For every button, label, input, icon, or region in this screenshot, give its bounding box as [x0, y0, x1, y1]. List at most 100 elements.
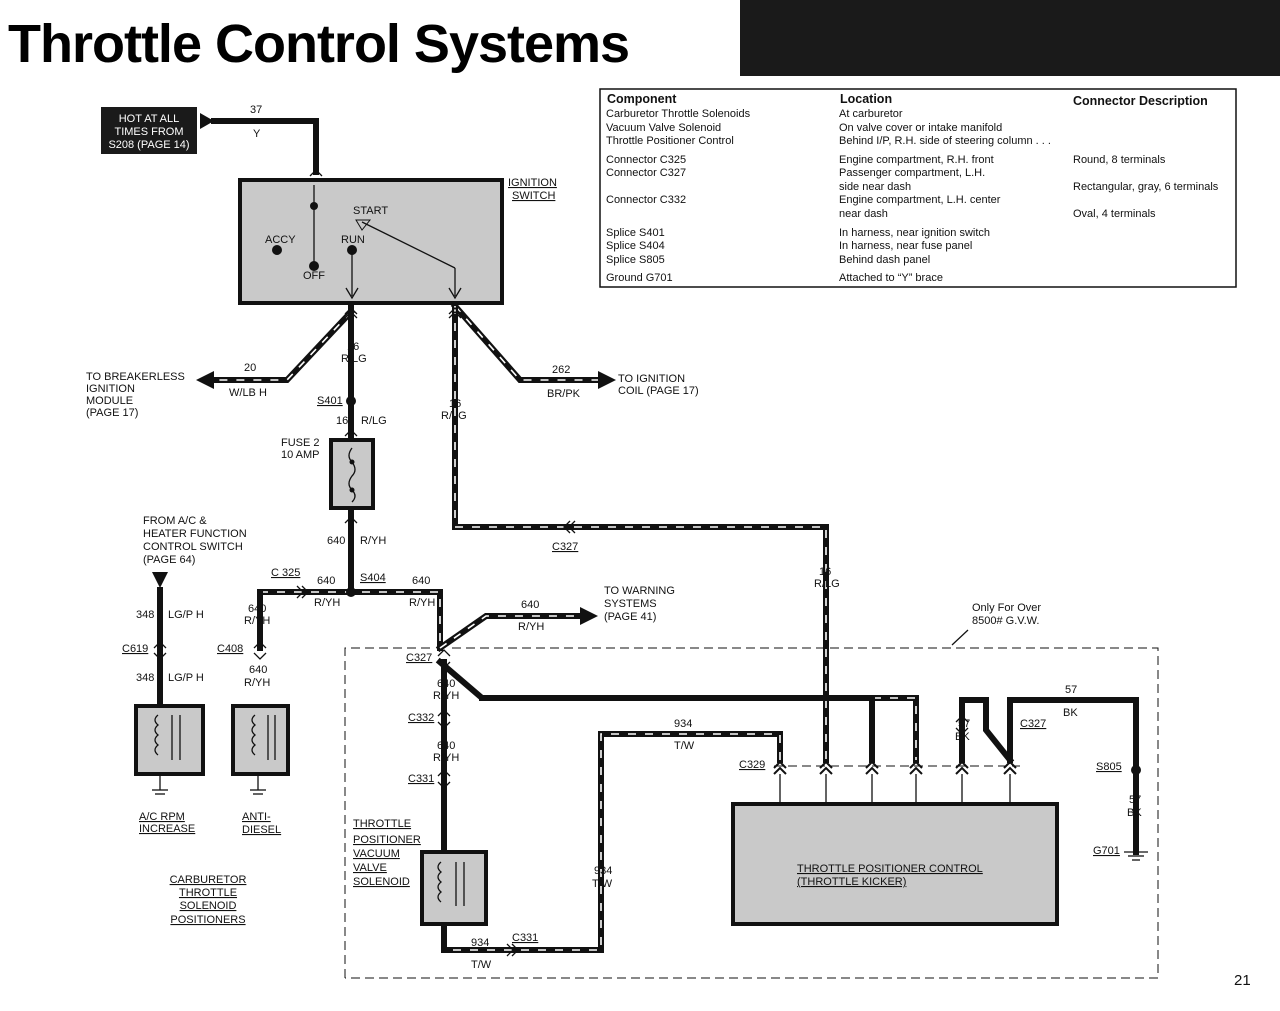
- svg-text:THROTTLE: THROTTLE: [179, 887, 237, 899]
- svg-text:(PAGE 17): (PAGE 17): [86, 407, 138, 419]
- c329-label: C329: [739, 759, 765, 771]
- svg-text:16: 16: [449, 398, 461, 410]
- svg-text:FROM A/C &: FROM A/C &: [143, 515, 207, 527]
- start-label: START: [353, 205, 388, 217]
- splice-s401: [346, 396, 356, 406]
- svg-text:BK: BK: [955, 731, 970, 743]
- s401-label: S401: [317, 395, 343, 407]
- table-cell-component: Vacuum Valve Solenoid: [606, 122, 721, 134]
- c408-label: C408: [217, 643, 243, 655]
- svg-text:VACUUM: VACUUM: [353, 848, 400, 860]
- c327-mid-label: C327: [406, 652, 432, 664]
- table-cell-component: Throttle Positioner Control: [606, 135, 734, 147]
- svg-text:T/W: T/W: [674, 740, 695, 752]
- svg-text:262: 262: [552, 364, 570, 376]
- table-cell-component: Carburetor Throttle Solenoids: [606, 108, 751, 120]
- table-header-location: Location: [840, 92, 892, 106]
- splice-s805: [1131, 765, 1141, 775]
- svg-text:COIL (PAGE 17): COIL (PAGE 17): [618, 385, 699, 397]
- svg-text:DIESEL: DIESEL: [242, 824, 281, 836]
- table-cell-location: Passenger compartment, L.H.: [839, 167, 985, 179]
- svg-text:SOLENOID: SOLENOID: [353, 876, 410, 888]
- svg-text:A/C RPM: A/C RPM: [139, 811, 185, 823]
- c332-label: C332: [408, 712, 434, 724]
- svg-text:934: 934: [674, 718, 692, 730]
- svg-text:CONTROL SWITCH: CONTROL SWITCH: [143, 541, 243, 553]
- table-cell-location: In harness, near fuse panel: [839, 240, 972, 252]
- table-cell-location: Engine compartment, L.H. center: [839, 194, 1001, 206]
- table-cell-component: Connector C332: [606, 194, 686, 206]
- table-cell-component: Splice S404: [606, 240, 665, 252]
- run-label: RUN: [341, 234, 365, 246]
- svg-text:T/W: T/W: [471, 959, 492, 971]
- svg-text:640: 640: [437, 740, 455, 752]
- svg-text:640: 640: [521, 599, 539, 611]
- svg-text:VALVE: VALVE: [353, 862, 387, 874]
- svg-text:T/W: T/W: [592, 878, 613, 890]
- svg-text:POSITIONER: POSITIONER: [353, 834, 421, 846]
- svg-text:BK: BK: [1127, 807, 1142, 819]
- svg-text:IGNITION: IGNITION: [86, 383, 135, 395]
- table-cell-location: side near dash: [839, 181, 911, 193]
- svg-text:(PAGE 64): (PAGE 64): [143, 554, 195, 566]
- svg-text:FUSE 2: FUSE 2: [281, 437, 320, 449]
- svg-text:THROTTLE POSITIONER CONTROL: THROTTLE POSITIONER CONTROL: [797, 863, 983, 875]
- svg-text:640: 640: [248, 603, 266, 615]
- svg-text:348: 348: [136, 672, 154, 684]
- splice-s404: [346, 587, 356, 597]
- table-cell-location: Engine compartment, R.H. front: [839, 154, 994, 166]
- ac-input-arrow: [152, 572, 168, 588]
- svg-text:C 325: C 325: [271, 567, 300, 579]
- table-cell-component: Splice S805: [606, 254, 665, 266]
- svg-text:POSITIONERS: POSITIONERS: [170, 914, 245, 926]
- svg-text:57: 57: [958, 718, 970, 730]
- svg-text:R/YH: R/YH: [244, 677, 270, 689]
- svg-text:R/YH: R/YH: [314, 597, 340, 609]
- svg-text:R/YH: R/YH: [360, 535, 386, 547]
- svg-text:(PAGE 41): (PAGE 41): [604, 611, 656, 623]
- svg-text:R/LG: R/LG: [361, 415, 387, 427]
- table-header-connector: Connector Description: [1073, 94, 1208, 108]
- table-cell-location: Attached to “Y” brace: [839, 272, 943, 284]
- svg-text:57: 57: [1065, 684, 1077, 696]
- table-cell-component: Connector C325: [606, 154, 686, 166]
- ac-rpm-solenoid: [134, 704, 205, 795]
- throttle-positioner-control: [731, 802, 1059, 926]
- table-cell-location: On valve cover or intake manifold: [839, 122, 1002, 134]
- svg-text:Y: Y: [253, 128, 261, 140]
- svg-text:Only For Over: Only For Over: [972, 602, 1041, 614]
- svg-text:934: 934: [471, 937, 489, 949]
- table-cell-location: Behind I/P, R.H. side of steering column…: [839, 135, 1051, 147]
- svg-text:640: 640: [437, 678, 455, 690]
- table-cell-location: In harness, near ignition switch: [839, 227, 990, 239]
- svg-text:16: 16: [819, 566, 831, 578]
- table-cell-component: Ground G701: [606, 272, 673, 284]
- svg-text:16: 16: [336, 415, 348, 427]
- svg-text:LG/P H: LG/P H: [168, 672, 204, 684]
- svg-text:TO BREAKERLESS: TO BREAKERLESS: [86, 371, 185, 383]
- svg-text:TIMES FROM: TIMES FROM: [114, 126, 183, 138]
- svg-text:8500# G.V.W.: 8500# G.V.W.: [972, 615, 1039, 627]
- svg-text:BR/PK: BR/PK: [547, 388, 581, 400]
- table-cell-location: Behind dash panel: [839, 254, 930, 266]
- wire-labels: 37 Y 16 R/LG 20 W/LB H TO BREAKERLESS IG…: [86, 104, 1142, 971]
- c331b-label: C331: [512, 932, 538, 944]
- tpc-pin-connector: [819, 760, 833, 775]
- component-table: Component Location Connector Description…: [599, 88, 1237, 288]
- tpc-pin-connector: [909, 760, 923, 775]
- page-number: 21: [1234, 972, 1251, 989]
- svg-text:57: 57: [1129, 794, 1141, 806]
- tpc-pin-connector: [773, 760, 787, 775]
- c327-top-label: C327: [552, 541, 578, 553]
- table-cell-location: near dash: [839, 208, 888, 220]
- svg-text:R/LG: R/LG: [814, 578, 840, 590]
- svg-text:640: 640: [327, 535, 345, 547]
- svg-text:R/YH: R/YH: [433, 690, 459, 702]
- vacuum-valve-solenoid: [420, 850, 488, 926]
- tpc-pin-connector: [955, 760, 969, 775]
- anti-diesel-solenoid: [231, 704, 290, 795]
- svg-text:640: 640: [412, 575, 430, 587]
- svg-text:R/YH: R/YH: [244, 615, 270, 627]
- svg-text:R/YH: R/YH: [433, 752, 459, 764]
